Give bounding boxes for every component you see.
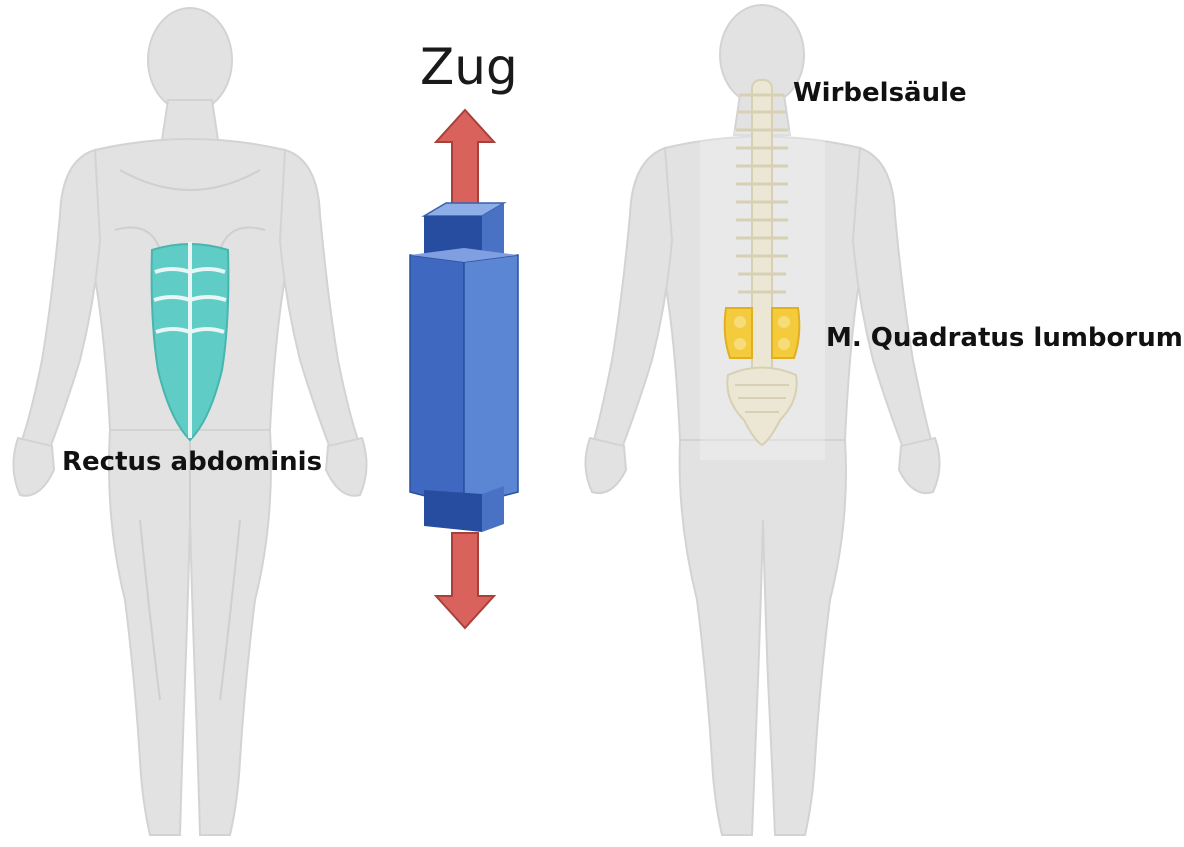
arrow-down-icon — [436, 533, 494, 628]
arrow-up-icon — [436, 110, 494, 205]
zug-label: Zug — [420, 38, 518, 96]
quadratus-lumborum-label: M. Quadratus lumborum — [826, 323, 1183, 353]
tension-block-icon — [410, 203, 518, 532]
wirbelsaeule-label: Wirbelsäule — [793, 78, 967, 108]
rectus-abdominis-label: Rectus abdominis — [62, 447, 322, 477]
